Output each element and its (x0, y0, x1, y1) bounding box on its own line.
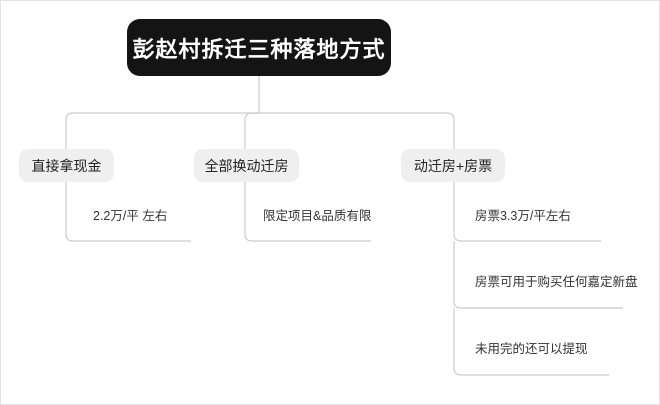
branch-node-label: 直接拿现金 (31, 157, 102, 174)
leaf-node-voucher-cashout[interactable]: 未用完的还可以提现 (475, 338, 588, 361)
leaf-node-label: 限定项目&品质有限 (263, 209, 372, 223)
leaf-node-label: 房票可用于购买任何嘉定新盘 (475, 275, 638, 289)
branch-node-relocation-house[interactable]: 全部换动迁房 (194, 149, 299, 182)
branch-node-label: 动迁房+房票 (413, 157, 493, 174)
leaf-node-label: 2.2万/平 左右 (93, 209, 168, 223)
leaf-node-label: 房票3.3万/平左右 (475, 209, 571, 223)
branch-node-cash[interactable]: 直接拿现金 (19, 149, 114, 182)
leaf-node-label: 未用完的还可以提现 (475, 342, 588, 356)
root-node[interactable]: 彭赵村拆迁三种落地方式 (127, 19, 391, 76)
connector-bus-right (259, 112, 455, 149)
leaf-node-voucher-price[interactable]: 房票3.3万/平左右 (475, 205, 571, 228)
connector-bus-left (65, 112, 259, 149)
connector-bus-middle (244, 112, 259, 149)
branch-node-house-plus-voucher[interactable]: 动迁房+房票 (401, 149, 505, 182)
branch-node-label: 全部换动迁房 (204, 157, 289, 174)
leaf-node-limited-projects[interactable]: 限定项目&品质有限 (263, 205, 371, 228)
root-node-label: 彭赵村拆迁三种落地方式 (132, 36, 386, 62)
leaf-node-cash-price[interactable]: 2.2万/平 左右 (93, 205, 167, 228)
leaf-node-voucher-usage[interactable]: 房票可用于购买任何嘉定新盘 (475, 271, 638, 294)
